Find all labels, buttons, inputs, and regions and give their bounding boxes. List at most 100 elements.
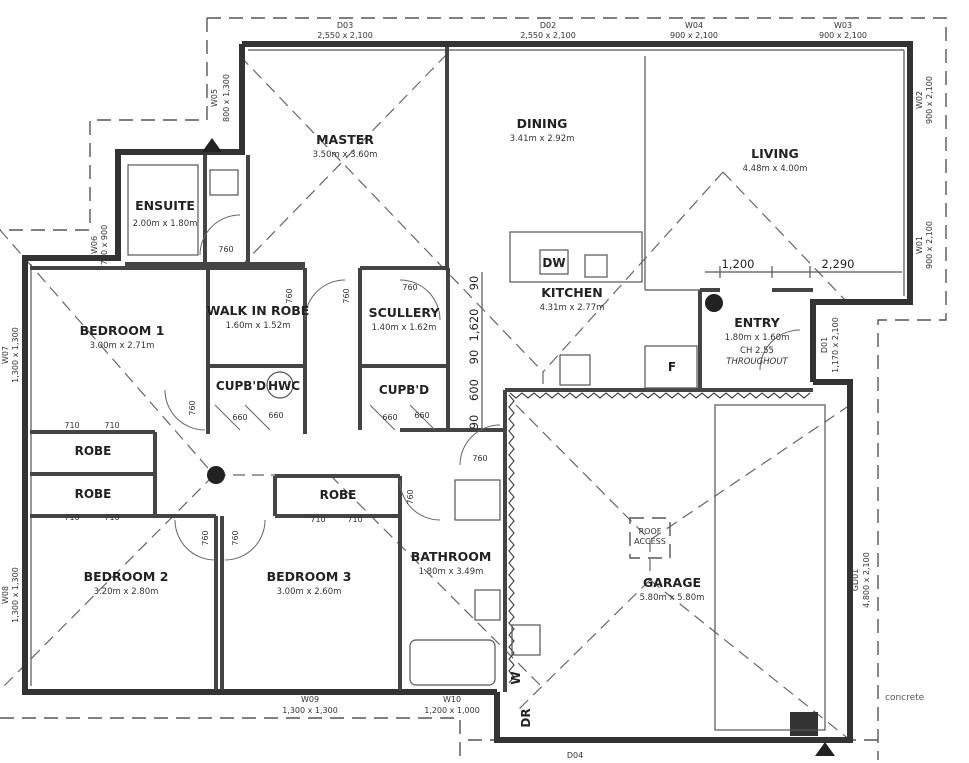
robe-door-width: 710 bbox=[104, 421, 119, 430]
hot-water-cylinder bbox=[266, 371, 294, 399]
door-width: 760 bbox=[201, 530, 210, 545]
roof-access-label: ACCESS bbox=[634, 537, 666, 546]
cupboard-label: CUPB'D bbox=[379, 383, 429, 397]
window-size: 900 x 2,100 bbox=[925, 76, 934, 124]
ensuite-entry-arrow-icon bbox=[202, 138, 222, 152]
room-name-garage: GARAGE bbox=[643, 575, 701, 590]
dryer-label: DR bbox=[519, 708, 533, 727]
exterior-walls bbox=[22, 41, 913, 743]
room-name-master: MASTER bbox=[316, 132, 374, 147]
window-size: 700 x 900 bbox=[100, 225, 109, 265]
robe-door-width: 710 bbox=[310, 515, 325, 524]
window-size: 900 x 2,100 bbox=[670, 31, 718, 40]
dimension-value: 600 bbox=[467, 379, 481, 401]
smoke-detector-icon bbox=[705, 294, 723, 312]
room-dims-bedroom1: 3.00m x 2.71m bbox=[90, 341, 155, 351]
window-size: 800 x 1,300 bbox=[222, 74, 231, 122]
window-size: 1,300 x 1,300 bbox=[282, 706, 338, 715]
roof-access-label: ROOF bbox=[639, 527, 662, 536]
room-dims-ensuite: 2.00m x 1.80m bbox=[133, 219, 198, 229]
dimension-lines: 1,200 2,290 1,620 90 90 600 90 760 760 7… bbox=[64, 245, 902, 546]
room-dims-kitchen: 4.31m x 2.77m bbox=[540, 303, 605, 313]
door-width: 760 bbox=[342, 288, 351, 303]
roof-hip-lines bbox=[0, 53, 851, 741]
fixture-labels: CUPB'D HWC CUPB'D ROBE ROBE ROBE DW F W … bbox=[75, 256, 925, 728]
bathtub bbox=[409, 639, 496, 686]
kitchen-fixtures bbox=[127, 56, 826, 736]
room-name-bathroom: BATHROOM bbox=[411, 549, 492, 564]
robe-door-width: 710 bbox=[64, 513, 79, 522]
dimension-value: 2,290 bbox=[822, 257, 855, 271]
window-size: 1,170 x 2,100 bbox=[831, 317, 840, 373]
dimension-value: 1,620 bbox=[467, 309, 481, 342]
room-dims-entry: 1.80m x 1.60m bbox=[725, 333, 790, 343]
ceiling-height-note: CH 2.55 bbox=[740, 346, 774, 356]
window-id: D04 bbox=[567, 751, 583, 760]
room-name-kitchen: KITCHEN bbox=[541, 285, 603, 300]
ensuite-vanity bbox=[209, 169, 239, 196]
smoke-detector-icon bbox=[207, 466, 225, 484]
window-id: W05 bbox=[210, 89, 219, 107]
room-name-ensuite: ENSUITE bbox=[135, 198, 195, 213]
toilet bbox=[474, 589, 501, 621]
room-name-entry: ENTRY bbox=[734, 315, 780, 330]
door-width: 760 bbox=[218, 245, 233, 254]
window-id: W04 bbox=[685, 21, 703, 30]
window-id: W01 bbox=[915, 236, 924, 254]
room-name-walk-in-robe: WALK IN ROBE bbox=[207, 303, 310, 318]
window-id: D01 bbox=[820, 337, 829, 353]
window-id: D03 bbox=[337, 21, 353, 30]
window-id: W06 bbox=[90, 236, 99, 254]
garage-step bbox=[790, 712, 818, 736]
room-dims-bedroom2: 3.20m x 2.80m bbox=[94, 587, 159, 597]
window-id: W10 bbox=[443, 695, 461, 704]
room-dims-scullery: 1.40m x 1.62m bbox=[372, 323, 437, 333]
door-width: 760 bbox=[231, 530, 240, 545]
concrete-label: concrete bbox=[885, 693, 925, 703]
cupboard-label: CUPB'D bbox=[216, 379, 266, 393]
robe-door-width: 710 bbox=[104, 513, 119, 522]
door-width: 760 bbox=[406, 489, 415, 504]
room-dims-walk-in-robe: 1.60m x 1.52m bbox=[226, 321, 291, 331]
room-dims-master: 3.50m x 3.60m bbox=[313, 150, 378, 160]
window-id: W09 bbox=[301, 695, 319, 704]
window-id: W02 bbox=[915, 91, 924, 109]
window-id: D02 bbox=[540, 21, 556, 30]
window-size: 1,300 x 1,300 bbox=[11, 327, 20, 383]
room-dims-bedroom3: 3.00m x 2.60m bbox=[277, 587, 342, 597]
window-id: W08 bbox=[1, 586, 10, 604]
smoke-detectors bbox=[207, 294, 723, 484]
roof-access-hatch bbox=[629, 517, 671, 559]
door-width: 760 bbox=[472, 454, 487, 463]
dimension-value: 90 bbox=[467, 276, 481, 291]
window-size: 900 x 2,100 bbox=[819, 31, 867, 40]
window-size: 2,550 x 2,100 bbox=[317, 31, 373, 40]
room-dims-living: 4.48m x 4.00m bbox=[743, 164, 808, 174]
door-width: 660 bbox=[232, 413, 247, 422]
robe-label: ROBE bbox=[75, 487, 112, 501]
door-width: 760 bbox=[285, 288, 294, 303]
fridge-label: F bbox=[668, 360, 676, 374]
dimension-value: 90 bbox=[467, 350, 481, 365]
window-size: 1,300 x 1,300 bbox=[11, 567, 20, 623]
door-width: 760 bbox=[402, 283, 417, 292]
robe-door-width: 710 bbox=[64, 421, 79, 430]
window-size: 2,550 x 2,100 bbox=[520, 31, 576, 40]
bath-vanity bbox=[454, 479, 501, 521]
room-name-living: LIVING bbox=[751, 146, 799, 161]
car-space bbox=[714, 404, 826, 731]
hwc-label: HWC bbox=[268, 379, 300, 393]
garage-arrow-icon bbox=[815, 742, 835, 756]
dimension-value: 90 bbox=[467, 415, 481, 430]
throughout-note: THROUGHOUT bbox=[726, 357, 788, 367]
window-size: 900 x 2,100 bbox=[925, 221, 934, 269]
window-id: W07 bbox=[1, 346, 10, 364]
robe-label: ROBE bbox=[75, 444, 112, 458]
fridge bbox=[644, 345, 698, 389]
cooktop bbox=[559, 354, 591, 386]
robe-door-width: 710 bbox=[347, 515, 362, 524]
window-labels: D03 2,550 x 2,100 D02 2,550 x 2,100 W04 … bbox=[1, 21, 934, 760]
robe-label: ROBE bbox=[320, 488, 357, 502]
window-size: 1,200 x 1,000 bbox=[424, 706, 480, 715]
